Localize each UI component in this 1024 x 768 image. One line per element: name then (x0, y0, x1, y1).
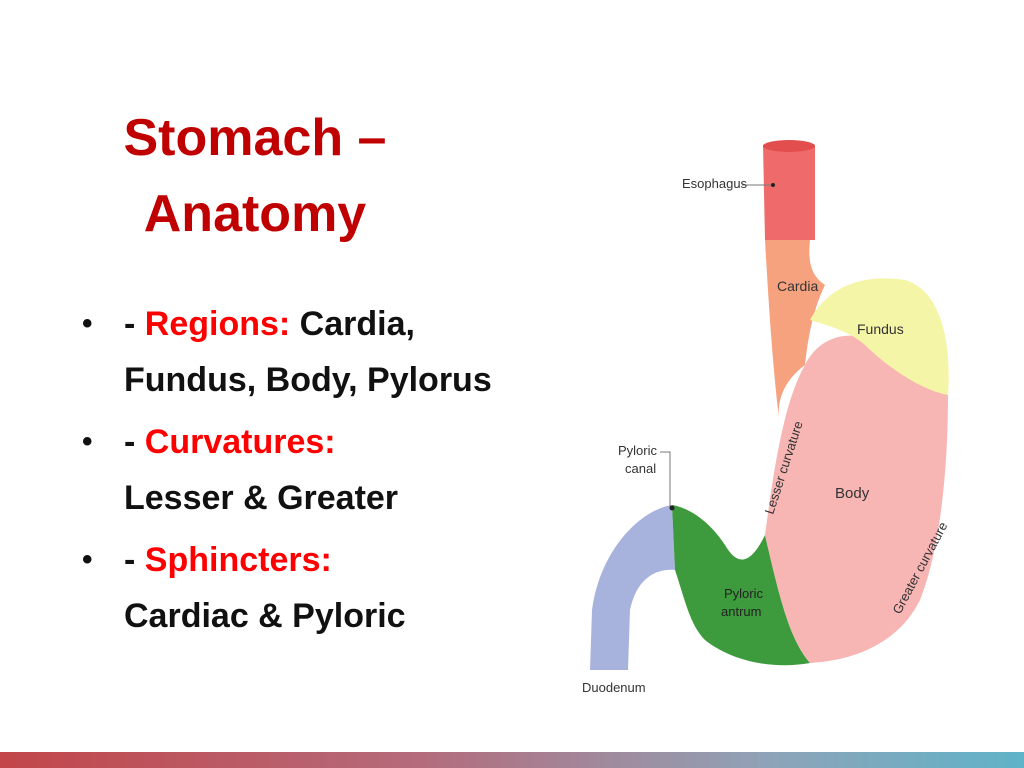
label-pyloric-antrum-line-2: antrum (721, 604, 761, 619)
bullet-marker: • (82, 425, 93, 458)
bullet-list: • - Regions: Cardia, Fundus, Body, Pylor… (82, 296, 502, 650)
bullet-text-regions-first: Cardia, (290, 305, 415, 343)
esophagus-dot (771, 183, 775, 187)
label-duodenum: Duodenum (582, 680, 646, 695)
label-pyloric-antrum-line-1: Pyloric (724, 586, 764, 601)
bullet-key-curvatures: Curvatures: (144, 423, 336, 461)
bottom-accent-bar (0, 752, 1024, 768)
label-fundus: Fundus (857, 321, 904, 337)
bullet-prefix: - (124, 541, 145, 579)
bullet-text-curvatures: Lesser & Greater (124, 479, 399, 517)
bullet-text-regions-rest: Fundus, Body, Pylorus (124, 361, 492, 399)
bullet-key-sphincters: Sphincters: (144, 541, 332, 579)
bullet-sphincters: • - Sphincters: Cardiac & Pyloric (82, 532, 502, 644)
bullet-curvatures: • - Curvatures: Lesser & Greater (82, 414, 502, 526)
bullet-key-regions: Regions: (144, 305, 291, 343)
label-cardia: Cardia (777, 278, 818, 294)
slide-title-line-1: Stomach – (123, 109, 387, 167)
bullet-prefix: - (124, 305, 145, 343)
pyloric-antrum-region (672, 505, 810, 666)
cardia-region (765, 240, 825, 425)
esophagus-region (763, 141, 815, 240)
bullet-prefix: - (124, 423, 145, 461)
label-body: Body (835, 485, 870, 502)
bullet-marker: • (82, 543, 93, 576)
slide-title-line-2: Anatomy (143, 185, 367, 243)
bullet-marker: • (82, 307, 93, 340)
pyloric-canal-leader (660, 451, 671, 507)
label-pyloric-canal-line-2: canal (625, 461, 656, 476)
label-pyloric-canal-line-1: Pyloric (618, 443, 658, 458)
bullet-regions: • - Regions: Cardia, Fundus, Body, Pylor… (82, 296, 502, 408)
bullet-text-sphincters: Cardiac & Pyloric (124, 597, 406, 635)
esophagus-opening (763, 140, 815, 152)
stomach-diagram: Esophagus Cardia Fundus Lesser curvature… (582, 140, 950, 695)
body-region (765, 335, 948, 663)
fundus-region (810, 278, 949, 395)
slide-title: Stomach – Anatomy (70, 100, 440, 252)
label-esophagus: Esophagus (682, 176, 748, 191)
duodenum-region (590, 505, 675, 670)
pyloric-canal-dot (669, 505, 675, 511)
